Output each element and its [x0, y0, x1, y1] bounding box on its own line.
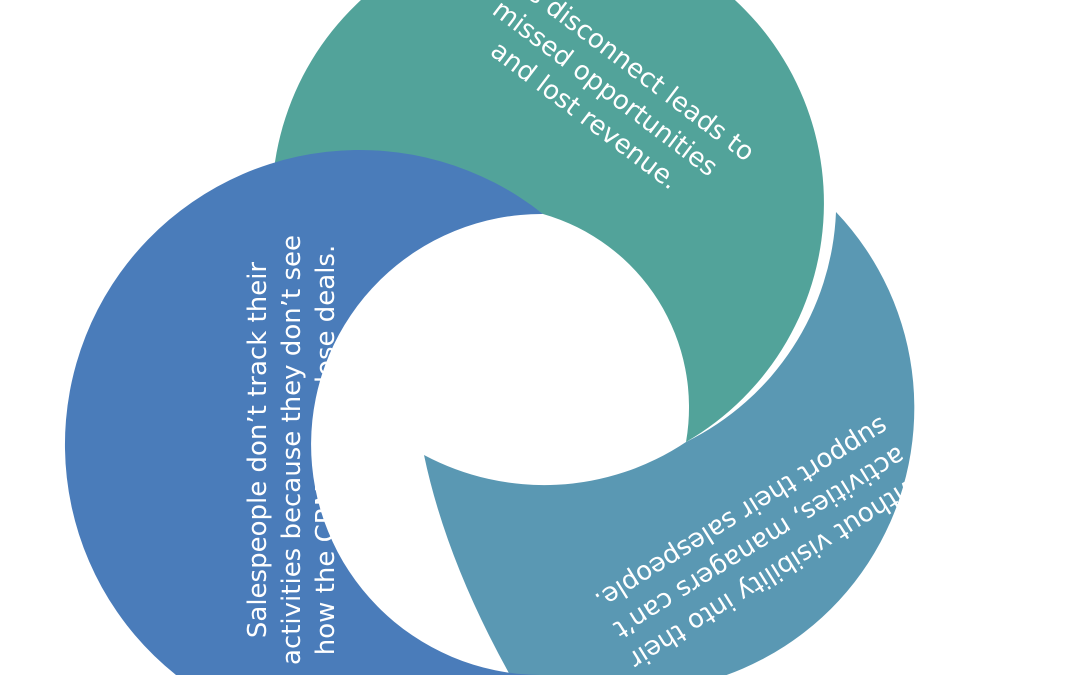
segment-top-shape	[272, 0, 824, 442]
segment-left-line-3: how the CRM helps close deals.	[311, 245, 341, 655]
cycle-segment-top: This disconnect leads to missed opportun…	[272, 0, 824, 442]
segment-right-shape	[424, 212, 915, 675]
segment-left-line-1: Salespeople don’t track their	[243, 262, 273, 639]
segment-left-shape	[64, 149, 543, 675]
cycle-segment-left: Salespeople don’t track their activities…	[64, 149, 543, 675]
segment-left-line-2: activities because they don’t see	[277, 235, 307, 665]
